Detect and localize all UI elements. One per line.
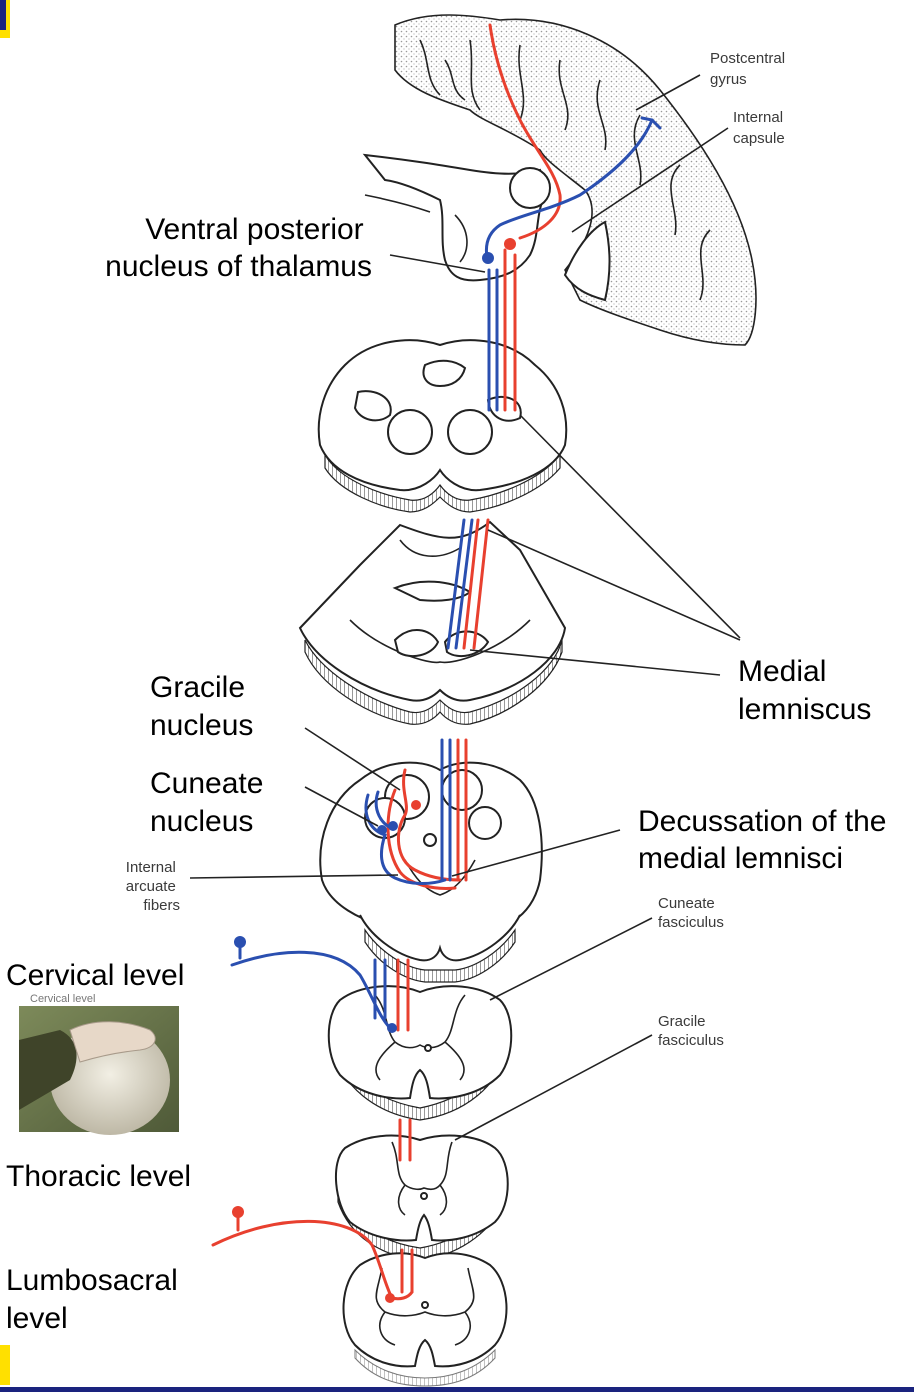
- slide-bottom-border: [0, 1387, 914, 1392]
- upper-body-pathway-blue: [230, 116, 662, 1033]
- label-cervical-level: Cervical level: [6, 959, 184, 992]
- midbrain-section: [317, 339, 568, 513]
- svg-text:Cervical level: Cervical level: [30, 993, 95, 1005]
- cerebrum-section: [362, 14, 757, 346]
- spinal-cord-thoracic-section: [334, 1134, 509, 1261]
- pons-section: [298, 520, 567, 725]
- spinal-cord-cervical-section: [327, 985, 513, 1121]
- label-lumbosacral-level: Lumbosacral level: [6, 1264, 186, 1335]
- label-internal-arcuate-fibers: Internal arcuate fibers: [126, 859, 180, 914]
- label-internal-capsule: Internal capsule: [733, 109, 787, 147]
- label-decussation: Decussation of the medial lemnisci: [638, 805, 895, 875]
- label-vpn-thalamus: Ventral posterior nucleus of thalamus: [105, 213, 372, 283]
- label-gracile-nucleus: Gracile nucleus: [150, 671, 253, 742]
- label-gracile-fasciculus: Gracile fasciculus: [658, 1013, 724, 1049]
- label-cuneate-fasciculus: Cuneate fasciculus: [658, 895, 724, 931]
- label-postcentral-gyrus: Postcentral gyrus: [710, 50, 789, 88]
- slide-accent-top-bar: [0, 0, 6, 30]
- label-medial-lemniscus: Medial lemniscus: [738, 655, 871, 726]
- label-cuneate-nucleus: Cuneate nucleus: [150, 767, 272, 838]
- spinal-cord-lumbosacral-section: [342, 1252, 508, 1387]
- hand-on-ball-photo: Cervical level: [19, 993, 179, 1135]
- label-thoracic-level: Thoracic level: [6, 1160, 191, 1193]
- medulla-section: [319, 761, 543, 983]
- slide-accent-bottom: [0, 1345, 10, 1385]
- leader-lines: [189, 74, 741, 1141]
- lower-body-pathway-red: [211, 23, 562, 1303]
